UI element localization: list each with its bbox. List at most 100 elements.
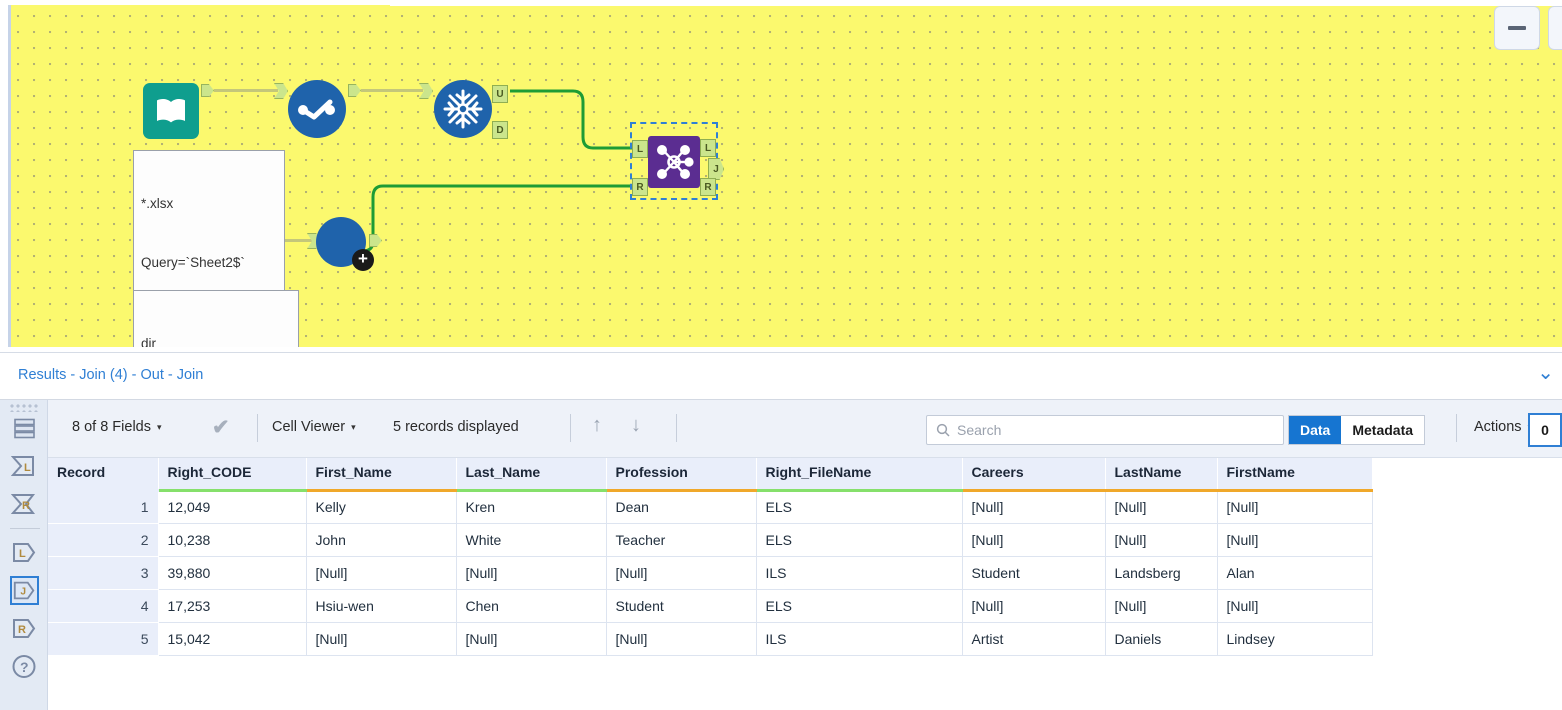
record-number-cell[interactable]: 5 [48, 622, 159, 656]
table-cell[interactable]: [Null] [1105, 490, 1218, 524]
record-number-cell[interactable]: 2 [48, 523, 159, 557]
table-cell[interactable]: Lindsey [1217, 622, 1373, 656]
table-cell[interactable]: John [306, 523, 457, 557]
table-cell[interactable]: ELS [756, 490, 963, 524]
maximize-button[interactable] [1548, 6, 1562, 50]
column-header-first-name[interactable]: First_Name [306, 458, 457, 492]
column-header-record[interactable]: Record [48, 458, 159, 492]
results-title[interactable]: Results - Join (4) - Out - Join [18, 367, 204, 383]
table-cell[interactable]: Student [606, 589, 757, 623]
table-cell[interactable]: [Null] [1217, 589, 1373, 623]
data-metadata-toggle[interactable]: Data Metadata [1288, 415, 1426, 445]
table-cell[interactable]: [Null] [1105, 523, 1218, 557]
workflow-canvas[interactable]: U D [8, 5, 1562, 347]
fields-check-button[interactable]: ✔ [212, 415, 230, 440]
table-cell[interactable]: 10,238 [158, 523, 307, 557]
output-anchor-j[interactable]: J [708, 158, 724, 180]
sidebar-item-sum-left[interactable]: L [10, 452, 39, 481]
column-header-lastname[interactable]: LastName [1105, 458, 1218, 492]
minimize-button[interactable] [1494, 6, 1540, 50]
sidebar-item-table[interactable] [10, 414, 39, 443]
table-cell[interactable]: [Null] [1217, 523, 1373, 557]
table-cell[interactable]: [Null] [606, 556, 757, 590]
fields-selector[interactable]: 8 of 8 Fields▾ [72, 419, 165, 435]
connector-line-2[interactable] [361, 89, 423, 92]
column-header-firstname[interactable]: FirstName [1217, 458, 1373, 492]
table-cell[interactable]: Hsiu-wen [306, 589, 457, 623]
actions-menu[interactable]: Actions▾ [1474, 419, 1535, 435]
table-cell[interactable]: Kelly [306, 490, 457, 524]
scroll-up-button[interactable]: ↑ [592, 414, 602, 437]
table-cell[interactable]: [Null] [1217, 490, 1373, 524]
column-header-careers[interactable]: Careers [962, 458, 1106, 492]
table-cell[interactable]: [Null] [962, 523, 1106, 557]
actions-count-field[interactable]: 0 [1528, 413, 1562, 447]
join-tool-node[interactable]: L R L J R [632, 136, 724, 196]
search-input[interactable]: Search [926, 415, 1284, 445]
input-anchor-l[interactable]: L [632, 140, 648, 158]
table-cell[interactable]: [Null] [1105, 589, 1218, 623]
input-anchor-r[interactable]: R [632, 178, 648, 196]
sidebar-item-out-l[interactable]: L [10, 538, 39, 567]
table-cell[interactable]: Teacher [606, 523, 757, 557]
table-cell[interactable]: 39,880 [158, 556, 307, 590]
dynamic-input-tool-node[interactable]: + [316, 217, 374, 271]
table-cell[interactable]: Kren [456, 490, 607, 524]
scroll-down-button[interactable]: ↓ [631, 414, 641, 437]
table-cell[interactable]: Dean [606, 490, 757, 524]
table-cell[interactable]: [Null] [306, 622, 457, 656]
sidebar-grip-handle[interactable] [10, 404, 40, 412]
table-cell[interactable]: Artist [962, 622, 1106, 656]
column-header-profession[interactable]: Profession [606, 458, 757, 492]
chevron-down-icon[interactable]: ⌄ [1537, 362, 1554, 384]
table-cell[interactable]: 17,253 [158, 589, 307, 623]
table-cell[interactable]: ELS [756, 589, 963, 623]
table-cell[interactable]: Student [962, 556, 1106, 590]
record-number-cell[interactable]: 3 [48, 556, 159, 590]
connector-line-1[interactable] [214, 89, 278, 92]
table-cell[interactable]: Landsberg [1105, 556, 1218, 590]
select-tool-node[interactable] [288, 80, 346, 138]
record-number-cell[interactable]: 4 [48, 589, 159, 623]
table-cell[interactable]: [Null] [456, 622, 607, 656]
record-number-cell[interactable]: 1 [48, 490, 159, 524]
connector-anchor-out-4[interactable] [369, 234, 382, 247]
output-anchor-l[interactable]: L [700, 139, 716, 157]
connector-anchor-out-2[interactable] [348, 84, 361, 97]
input-data-node-xlsx[interactable] [143, 83, 199, 139]
sidebar-item-sum-right[interactable]: R [10, 490, 39, 519]
output-anchor-r[interactable]: R [700, 178, 716, 196]
column-header-right-code[interactable]: Right_CODE [158, 458, 307, 492]
sidebar-item-out-r[interactable]: R [10, 614, 39, 643]
table-cell[interactable]: 15,042 [158, 622, 307, 656]
sidebar-item-out-j[interactable]: J [10, 576, 39, 605]
column-header-last-name[interactable]: Last_Name [456, 458, 607, 492]
tab-metadata[interactable]: Metadata [1352, 422, 1414, 438]
cell-viewer-selector[interactable]: Cell Viewer▾ [272, 419, 359, 435]
table-cell[interactable]: [Null] [962, 490, 1106, 524]
output-anchor-d[interactable]: D [492, 121, 508, 139]
table-cell[interactable]: ELS [756, 523, 963, 557]
table-cell[interactable]: [Null] [456, 556, 607, 590]
table-cell[interactable]: ILS [756, 556, 963, 590]
table-cell[interactable]: Chen [456, 589, 607, 623]
table-cell[interactable]: [Null] [606, 622, 757, 656]
output-anchor-u[interactable]: U [492, 85, 508, 103]
connector-anchor-out-1[interactable] [201, 84, 214, 97]
table-cell[interactable]: ILS [756, 622, 963, 656]
sidebar-item-help[interactable]: ? [10, 652, 39, 681]
tab-data[interactable]: Data [1289, 416, 1342, 444]
table-cell[interactable]: [Null] [306, 556, 457, 590]
table-cell[interactable]: Daniels [1105, 622, 1218, 656]
column-header-right-filename[interactable]: Right_FileName [756, 458, 963, 492]
table-cell[interactable]: 12,049 [158, 490, 307, 524]
table-cell[interactable]: [Null] [962, 589, 1106, 623]
unique-tool-node[interactable]: U D [434, 80, 508, 139]
table-cell[interactable]: White [456, 523, 607, 557]
table-cell[interactable]: Alan [1217, 556, 1373, 590]
